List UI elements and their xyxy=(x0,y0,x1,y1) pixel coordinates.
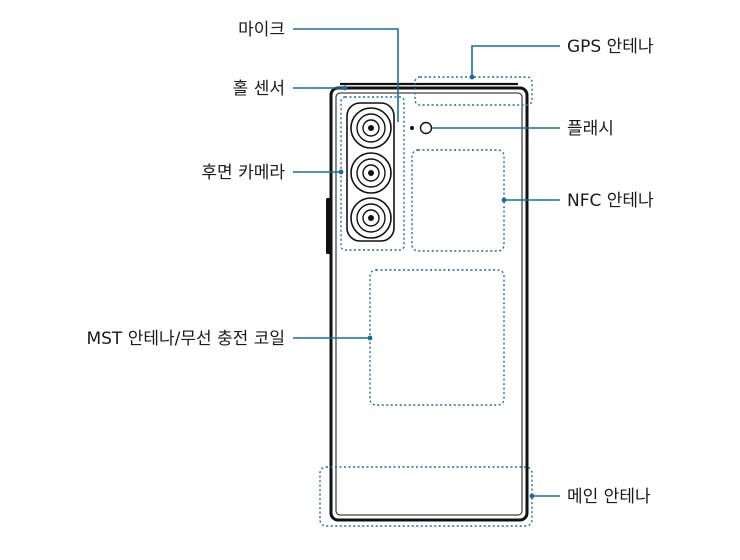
camera-lens-bottom xyxy=(350,197,392,239)
label-mst-antenna: MST 안테나/무선 충전 코일 xyxy=(86,329,285,349)
label-hall-sensor: 홀 센서 xyxy=(233,79,285,99)
camera-module xyxy=(346,102,395,242)
phone-body xyxy=(326,82,529,522)
camera-lens-top xyxy=(350,107,392,149)
rear-camera-zone xyxy=(340,96,405,251)
flash-icon xyxy=(419,121,433,135)
label-nfc-antenna: NFC 안테나 xyxy=(567,191,654,211)
nfc-antenna-zone xyxy=(411,149,505,252)
label-gps-antenna: GPS 안테나 xyxy=(567,37,654,57)
label-rear-camera: 후면 카메라 xyxy=(201,163,285,183)
mst-coil-zone xyxy=(369,269,505,406)
gps-antenna-zone xyxy=(414,76,533,106)
main-antenna-zone xyxy=(319,466,533,527)
camera-lens-middle xyxy=(350,152,392,194)
label-flash: 플래시 xyxy=(567,119,614,139)
side-button xyxy=(326,198,331,254)
leader-lines xyxy=(293,28,560,499)
label-main-antenna: 메인 안테나 xyxy=(567,487,651,507)
label-mic: 마이크 xyxy=(238,20,285,40)
mic-hole xyxy=(410,126,414,130)
